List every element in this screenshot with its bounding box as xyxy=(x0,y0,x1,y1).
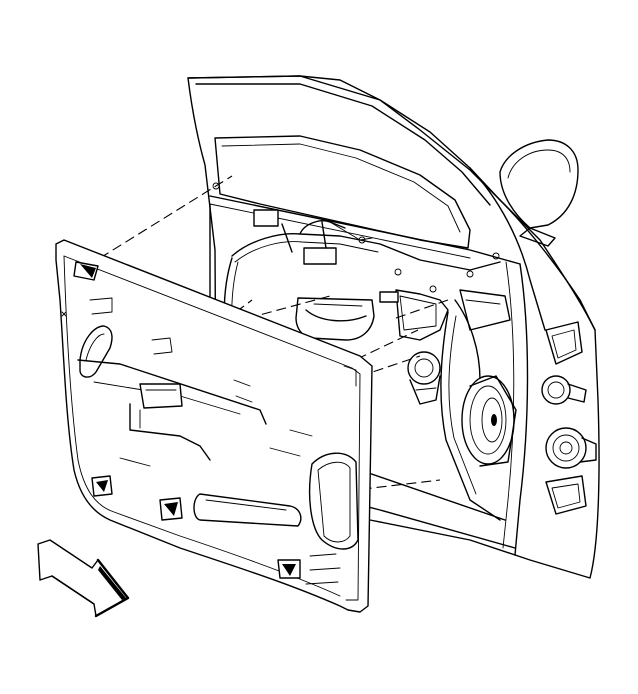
door-side-connectors xyxy=(541,321,597,515)
window-regulator-icon xyxy=(407,351,441,405)
door-handle-icon xyxy=(295,297,375,341)
door-frame xyxy=(187,75,600,579)
speaker-icon xyxy=(461,375,517,467)
door-trim-panel xyxy=(55,239,373,613)
mirror-icon xyxy=(499,139,579,247)
front-direction-arrow-icon xyxy=(37,539,130,618)
